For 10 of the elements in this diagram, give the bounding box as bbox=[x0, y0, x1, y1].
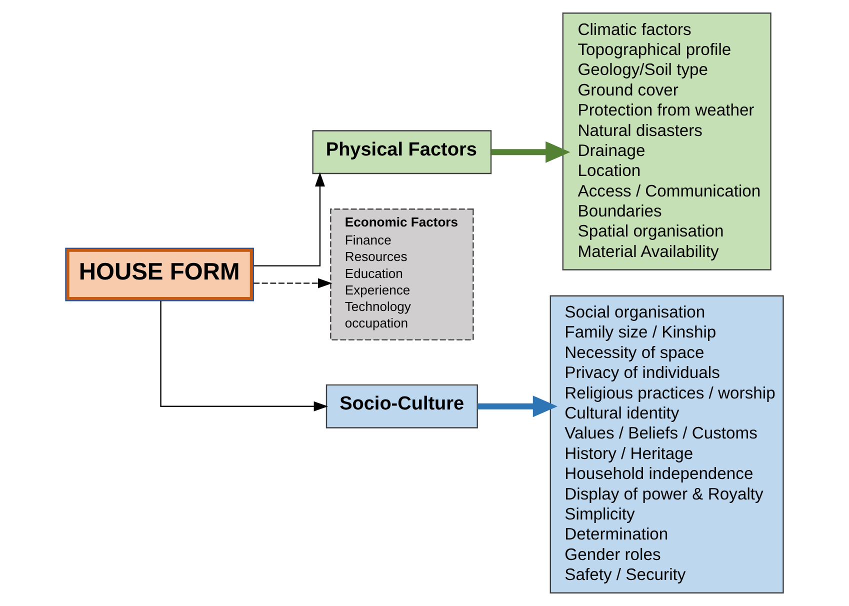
arrow bbox=[491, 141, 570, 163]
node-box: Social organisation Family size / Kinship Necessity of space Privacy of individuals Religious practices / worship Cultural identity Values / Beliefs / Customs History / Heritage Household independence Display of power & Royalty Simplicity Determination Gender roles Safety / Security bbox=[550, 295, 784, 594]
arrow bbox=[254, 278, 332, 288]
arrow bbox=[160, 300, 328, 412]
arrow bbox=[477, 396, 558, 418]
node-box: Economic Factors Finance Resources Education Experience Technology occupation bbox=[330, 208, 474, 340]
node-box: Climatic factors Topographical profile Geology/Soil type Ground cover Protection from weather Natural disasters Drainage Location Access / Communication Boundaries Spatial organisation Material Availability bbox=[562, 12, 772, 270]
node-box: Socio-Culture bbox=[326, 384, 478, 428]
arrow bbox=[254, 172, 325, 266]
node-box: Physical Factors bbox=[312, 130, 492, 174]
